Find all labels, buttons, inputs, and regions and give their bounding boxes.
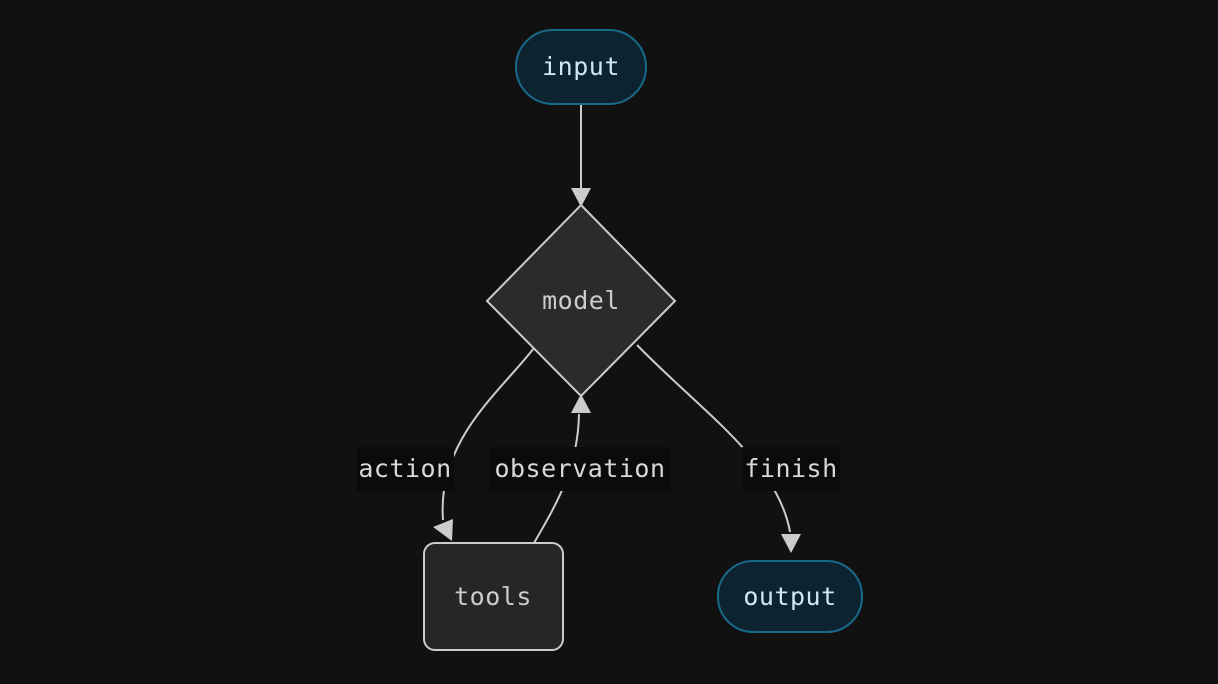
node-tools-label: tools — [454, 582, 532, 611]
node-output-shape — [717, 560, 863, 633]
edge-label-action-bg — [357, 447, 454, 491]
node-tools-shape — [423, 542, 564, 651]
edge-label-finish-bg — [742, 447, 840, 491]
edge-input-to-model[interactable] — [571, 104, 591, 207]
edge-label-action-text: action — [358, 454, 451, 483]
edge-label-finish-text: finish — [744, 454, 837, 483]
node-tools[interactable]: tools — [423, 542, 564, 651]
edge-tools-to-model-arrowhead — [571, 394, 591, 413]
node-input-shape — [515, 29, 647, 105]
edge-label-action: action — [357, 447, 454, 491]
node-output[interactable]: output — [717, 560, 863, 633]
node-model[interactable]: model — [485, 203, 677, 398]
edge-label-observation-text: observation — [494, 454, 665, 483]
edge-label-observation-bg — [490, 447, 671, 491]
node-input[interactable]: input — [515, 29, 647, 105]
edge-model-to-tools[interactable] — [433, 347, 535, 541]
node-input-label: input — [542, 52, 620, 81]
edge-label-finish: finish — [742, 447, 840, 491]
node-model-label: model — [542, 286, 620, 315]
edge-model-to-output-path — [636, 344, 791, 533]
edge-model-to-tools-path — [441, 347, 535, 521]
edge-model-to-output-arrowhead — [781, 534, 801, 553]
node-output-label: output — [743, 582, 836, 611]
edge-input-to-model-arrowhead — [571, 188, 591, 207]
edge-label-observation: observation — [490, 447, 671, 491]
edge-model-to-output[interactable] — [636, 344, 801, 553]
edge-model-to-tools-arrowhead — [433, 519, 453, 541]
node-model-shape — [485, 203, 677, 398]
